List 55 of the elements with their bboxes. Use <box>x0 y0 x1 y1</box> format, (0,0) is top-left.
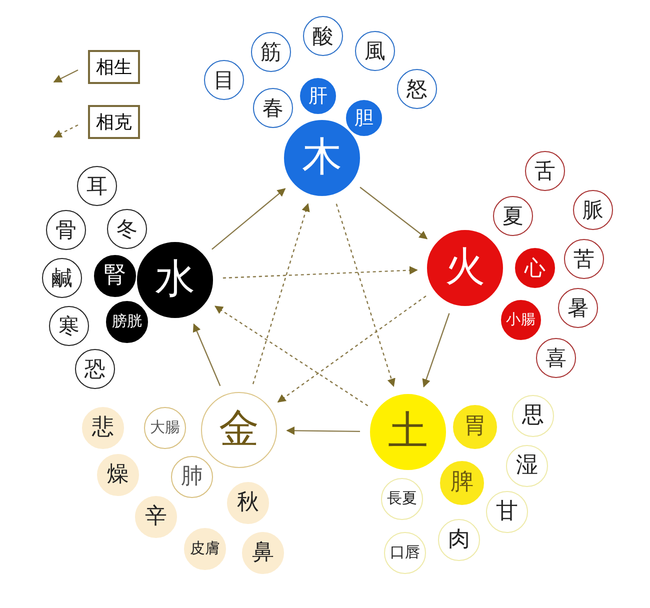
organ-circle: 胆 <box>346 100 382 136</box>
attribute-circle: 耳 <box>77 166 117 206</box>
attribute-circle: 暑 <box>558 288 598 328</box>
attribute-circle: 湿 <box>506 445 548 487</box>
arrow <box>252 203 310 384</box>
attribute-circle: 脈 <box>573 190 613 230</box>
arrow <box>192 323 221 386</box>
attribute-circle: 恐 <box>75 349 115 389</box>
attribute-circle: 怒 <box>397 69 437 109</box>
attribute-circle: 夏 <box>493 196 533 236</box>
organ-circle: 小腸 <box>501 300 541 340</box>
attribute-circle: 秋 <box>227 482 269 524</box>
attribute-circle: 寒 <box>49 306 89 346</box>
attribute-circle: 甘 <box>486 491 528 533</box>
arrow <box>336 204 396 387</box>
attribute-circle: 肉 <box>438 519 480 561</box>
attribute-circle: 燥 <box>97 454 139 496</box>
attribute-circle: 目 <box>204 60 244 100</box>
organ-circle: 腎 <box>94 255 136 297</box>
attribute-circle: 骨 <box>46 210 86 250</box>
arrow <box>277 295 426 403</box>
arrow <box>212 188 286 250</box>
attribute-circle: 辛 <box>135 496 177 538</box>
attribute-circle: 春 <box>253 88 293 128</box>
organ-circle: 肺 <box>171 456 213 498</box>
organ-circle: 胃 <box>453 405 497 449</box>
attribute-circle: 筋 <box>251 32 291 72</box>
arrow <box>286 426 360 435</box>
organ-circle: 肝 <box>300 78 336 114</box>
attribute-circle: 冬 <box>107 209 147 249</box>
arrow <box>222 266 418 279</box>
attribute-circle: 口唇 <box>384 532 426 574</box>
arrow <box>214 306 368 406</box>
attribute-circle: 鹹 <box>42 258 82 298</box>
element-circle: 火 <box>427 230 503 306</box>
legend-label: 相克 <box>88 105 140 139</box>
element-circle: 土 <box>370 394 446 470</box>
attribute-circle: 悲 <box>82 407 124 449</box>
attribute-circle: 皮膚 <box>184 528 226 570</box>
attribute-circle: 鼻 <box>242 532 284 574</box>
attribute-circle: 風 <box>355 31 395 71</box>
organ-circle: 膀胱 <box>106 301 148 343</box>
organ-circle: 大腸 <box>144 407 186 449</box>
attribute-circle: 喜 <box>536 338 576 378</box>
attribute-circle: 舌 <box>525 151 565 191</box>
attribute-circle: 酸 <box>303 16 343 56</box>
organ-circle: 心 <box>515 248 555 288</box>
attribute-circle: 長夏 <box>381 478 423 520</box>
arrow <box>422 313 450 388</box>
attribute-circle: 思 <box>512 395 554 437</box>
arrow <box>360 186 428 240</box>
element-circle: 金 <box>201 392 277 468</box>
organ-circle: 脾 <box>440 461 484 505</box>
attribute-circle: 苦 <box>564 239 604 279</box>
legend-label: 相生 <box>88 50 140 84</box>
